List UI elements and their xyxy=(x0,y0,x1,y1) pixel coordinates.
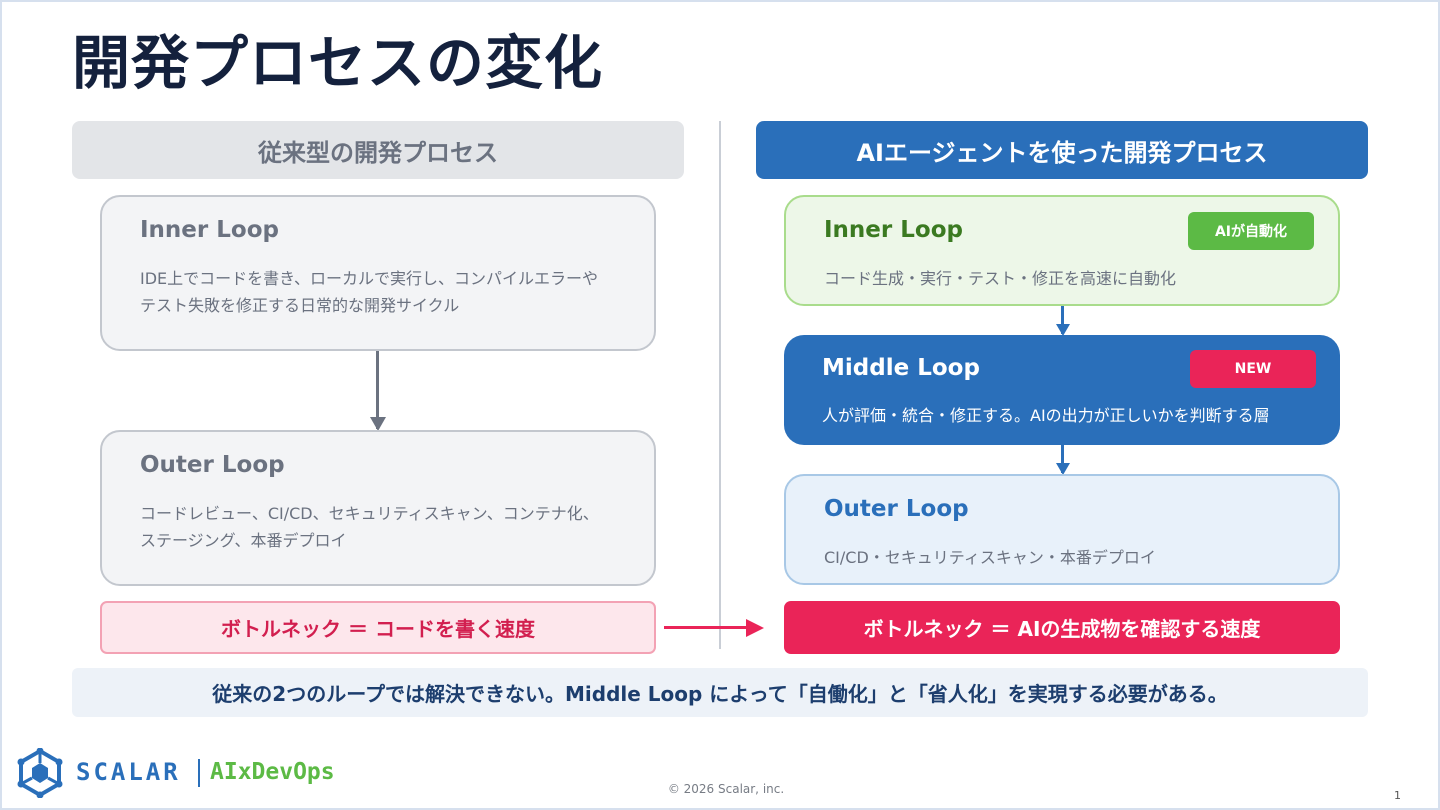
left-down-arrow xyxy=(376,351,379,429)
right-bottleneck: ボトルネック ＝ AIの生成物を確認する速度 xyxy=(784,601,1340,654)
right-inner-loop-desc: コード生成・実行・テスト・修正を高速に自動化 xyxy=(824,269,1177,288)
right-down-arrow-2 xyxy=(1061,445,1064,473)
left-outer-loop-desc: コードレビュー、CI/CD、セキュリティスキャン、コンテナ化、ステージング、本番… xyxy=(140,504,599,550)
scalar-logo-icon xyxy=(17,748,63,798)
right-inner-loop-title: Inner Loop xyxy=(824,217,963,243)
right-outer-loop-title: Outer Loop xyxy=(824,496,969,522)
page-title: 開発プロセスの変化 xyxy=(72,29,604,97)
left-inner-loop-box: Inner Loop IDE上でコードを書き、ローカルで実行し、コンパイルエラー… xyxy=(100,195,656,351)
left-column-header: 従来型の開発プロセス xyxy=(72,121,684,179)
right-down-arrow-1 xyxy=(1061,306,1064,334)
new-badge: NEW xyxy=(1190,350,1316,388)
right-middle-loop-desc: 人が評価・統合・修正する。AIの出力が正しいかを判断する層 xyxy=(822,406,1270,425)
brand-separator xyxy=(198,759,200,787)
conclusion-banner: 従来の2つのループでは解決できない。Middle Loop によって「自働化」と… xyxy=(72,668,1368,717)
left-outer-loop-title: Outer Loop xyxy=(140,452,285,478)
column-divider xyxy=(719,121,721,649)
left-inner-loop-title: Inner Loop xyxy=(140,217,279,243)
brand-subtitle: AIxDevOps xyxy=(210,759,335,785)
left-outer-loop-box: Outer Loop コードレビュー、CI/CD、セキュリティスキャン、コンテナ… xyxy=(100,430,656,586)
ai-automation-badge: AIが自動化 xyxy=(1188,212,1314,250)
page-number: 1 xyxy=(1394,789,1401,802)
left-bottleneck: ボトルネック ＝ コードを書く速度 xyxy=(100,601,656,654)
right-outer-loop-box: Outer Loop CI/CD・セキュリティスキャン・本番デプロイ xyxy=(784,474,1340,585)
copyright: © 2026 Scalar, inc. xyxy=(667,782,785,796)
right-outer-loop-desc: CI/CD・セキュリティスキャン・本番デプロイ xyxy=(824,548,1156,567)
right-inner-loop-box: Inner Loop AIが自動化 コード生成・実行・テスト・修正を高速に自動化 xyxy=(784,195,1340,306)
right-arrow-icon xyxy=(664,626,748,629)
left-inner-loop-desc: IDE上でコードを書き、ローカルで実行し、コンパイルエラーやテスト失敗を修正する… xyxy=(140,269,599,315)
brand-name: SCALAR xyxy=(76,758,181,786)
right-middle-loop-box: Middle Loop NEW 人が評価・統合・修正する。AIの出力が正しいかを… xyxy=(784,335,1340,445)
right-middle-loop-title: Middle Loop xyxy=(822,355,980,381)
right-column-header: AIエージェントを使った開発プロセス xyxy=(756,121,1368,179)
